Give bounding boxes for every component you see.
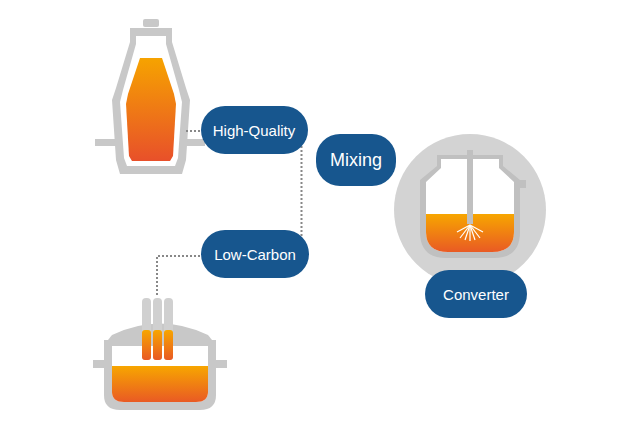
process-pill: Mixing (316, 134, 396, 186)
dotted-connector (301, 146, 303, 238)
pill-label: High-Quality (213, 122, 296, 139)
process-pill: High-Quality (201, 106, 308, 154)
pill-label: Mixing (330, 150, 382, 171)
converter-vessel (394, 134, 546, 286)
electric-arc-furnace (93, 256, 227, 410)
pill-label: Converter (443, 286, 509, 303)
process-pill: Low-Carbon (201, 230, 309, 278)
pill-label: Low-Carbon (214, 246, 296, 263)
blast-furnace (95, 19, 205, 174)
process-pill: Converter (425, 270, 527, 318)
